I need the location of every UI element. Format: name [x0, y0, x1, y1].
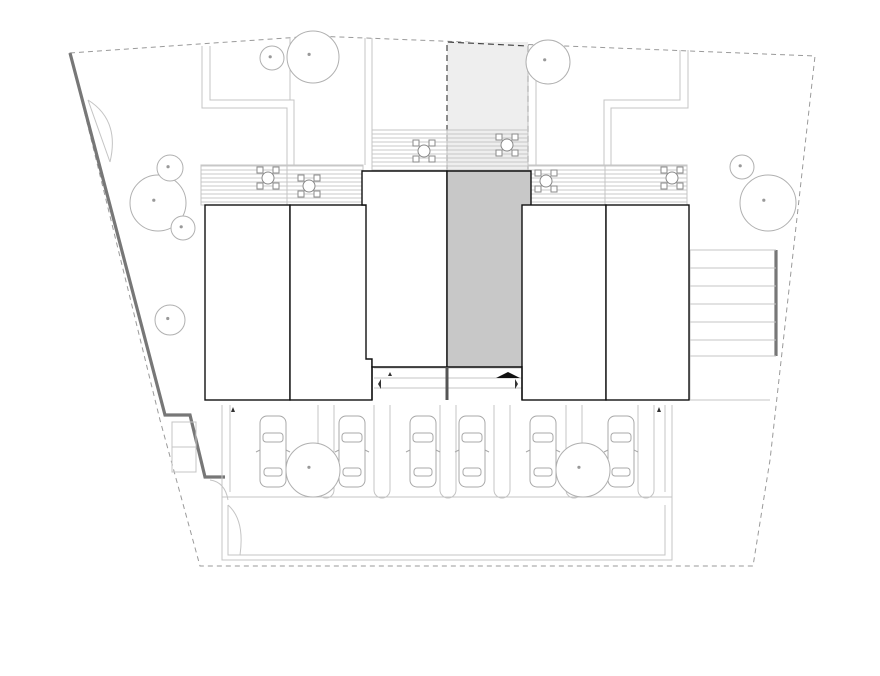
parked-car: [334, 415, 370, 488]
unit-1: [204, 204, 291, 401]
parked-car: [255, 415, 291, 488]
tree: [259, 45, 285, 71]
outdoor-table: [256, 166, 280, 190]
parked-car: [405, 415, 441, 488]
outdoor-table: [297, 174, 321, 198]
trees: [129, 30, 797, 498]
outdoor-table: [660, 166, 684, 190]
unit-5: [521, 204, 607, 401]
central-entrance: [231, 367, 661, 412]
unit-6: [605, 204, 690, 401]
tree: [286, 30, 340, 84]
east-steps: [689, 249, 776, 401]
unit-4: [446, 170, 532, 368]
parked-car: [454, 415, 490, 488]
outdoor-table: [495, 133, 519, 157]
tree: [285, 442, 341, 498]
terrace-2: [286, 164, 364, 206]
west-boundary-wall: [68, 52, 225, 479]
terrace-3: [371, 129, 448, 171]
terrace-6: [604, 164, 688, 206]
parked-cars: [255, 415, 639, 488]
outdoor-tables: [256, 133, 684, 198]
tree: [729, 154, 755, 180]
parking-court: [209, 367, 673, 561]
tree: [156, 154, 184, 182]
unit-2: [289, 204, 373, 401]
property-boundary: [69, 35, 816, 567]
outdoor-table: [412, 139, 436, 163]
parked-car: [525, 415, 561, 488]
tree: [170, 215, 196, 241]
west-gate: [87, 99, 197, 473]
parked-car: [603, 415, 639, 488]
outdoor-table: [534, 169, 558, 193]
unit-3: [361, 170, 448, 368]
tree: [525, 39, 571, 85]
tree: [555, 442, 611, 498]
entrance-arrow: [496, 372, 520, 378]
townhouse-block: [204, 170, 690, 401]
tree: [129, 174, 187, 232]
tree: [739, 174, 797, 232]
tree: [154, 304, 186, 336]
